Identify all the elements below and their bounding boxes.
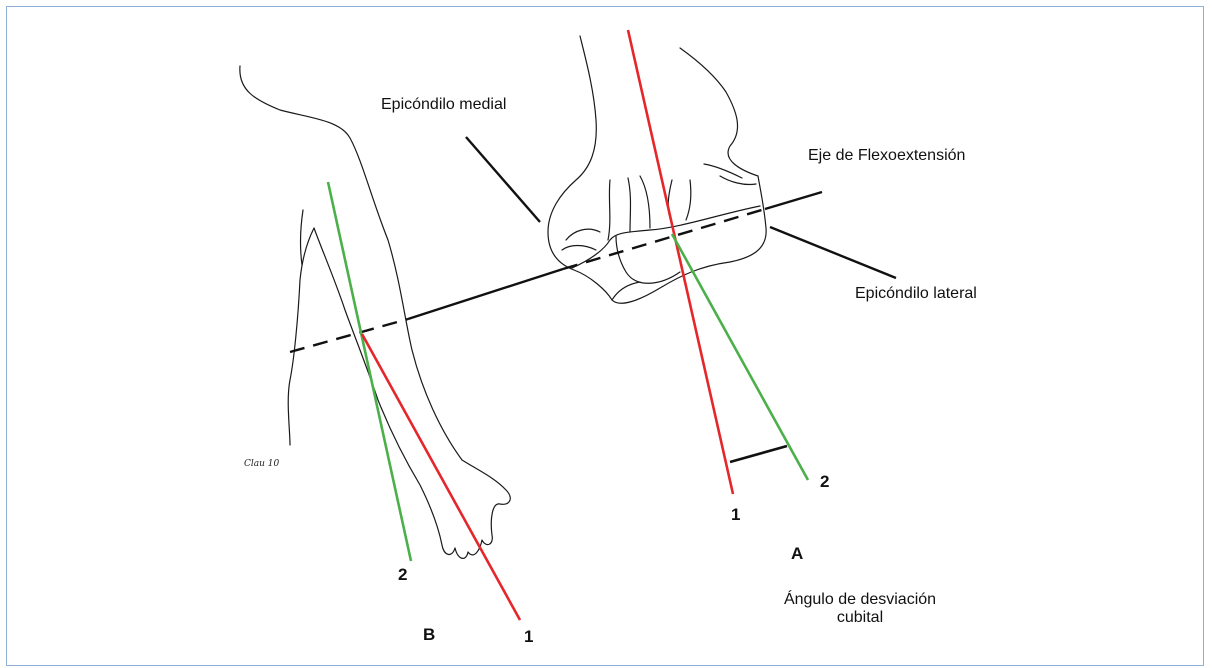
- axis-solid-segment-middle: [408, 269, 563, 319]
- axis-solid-segment-end: [765, 192, 822, 209]
- axis-dashed-segment-left: [290, 319, 408, 352]
- medial-pointer-line: [466, 137, 540, 222]
- label-lateral-epicondyle: Epicóndilo lateral: [855, 285, 977, 303]
- angle-caption-line-1: Ángulo de desviación: [740, 591, 980, 609]
- angle-bracket-line: [730, 446, 787, 462]
- label-b-line-2: 2: [398, 565, 407, 585]
- line-1-figure-a: [628, 30, 733, 494]
- label-b-line-1: 1: [524, 627, 533, 647]
- line-2-figure-b: [328, 182, 411, 561]
- label-a-line-2: 2: [820, 472, 829, 492]
- line-1-figure-b: [362, 334, 520, 620]
- label-a-line-1: 1: [731, 505, 740, 525]
- elbow-outline: [548, 36, 766, 303]
- artist-signature: Clau 10: [244, 459, 279, 469]
- label-figure-a: A: [791, 544, 803, 564]
- angle-caption-line-2: cubital: [740, 609, 980, 627]
- lateral-pointer-line: [770, 227, 896, 278]
- label-flexoextension-axis: Eje de Flexoextensión: [808, 147, 965, 165]
- angle-caption: Ángulo de desviación cubital: [740, 591, 980, 627]
- line-2-figure-a: [672, 234, 808, 480]
- flexoextension-axis: [290, 192, 822, 352]
- label-medial-epicondyle: Epicóndilo medial: [381, 96, 506, 114]
- axis-dashed-segment-right: [563, 209, 765, 269]
- label-figure-b: B: [423, 625, 435, 645]
